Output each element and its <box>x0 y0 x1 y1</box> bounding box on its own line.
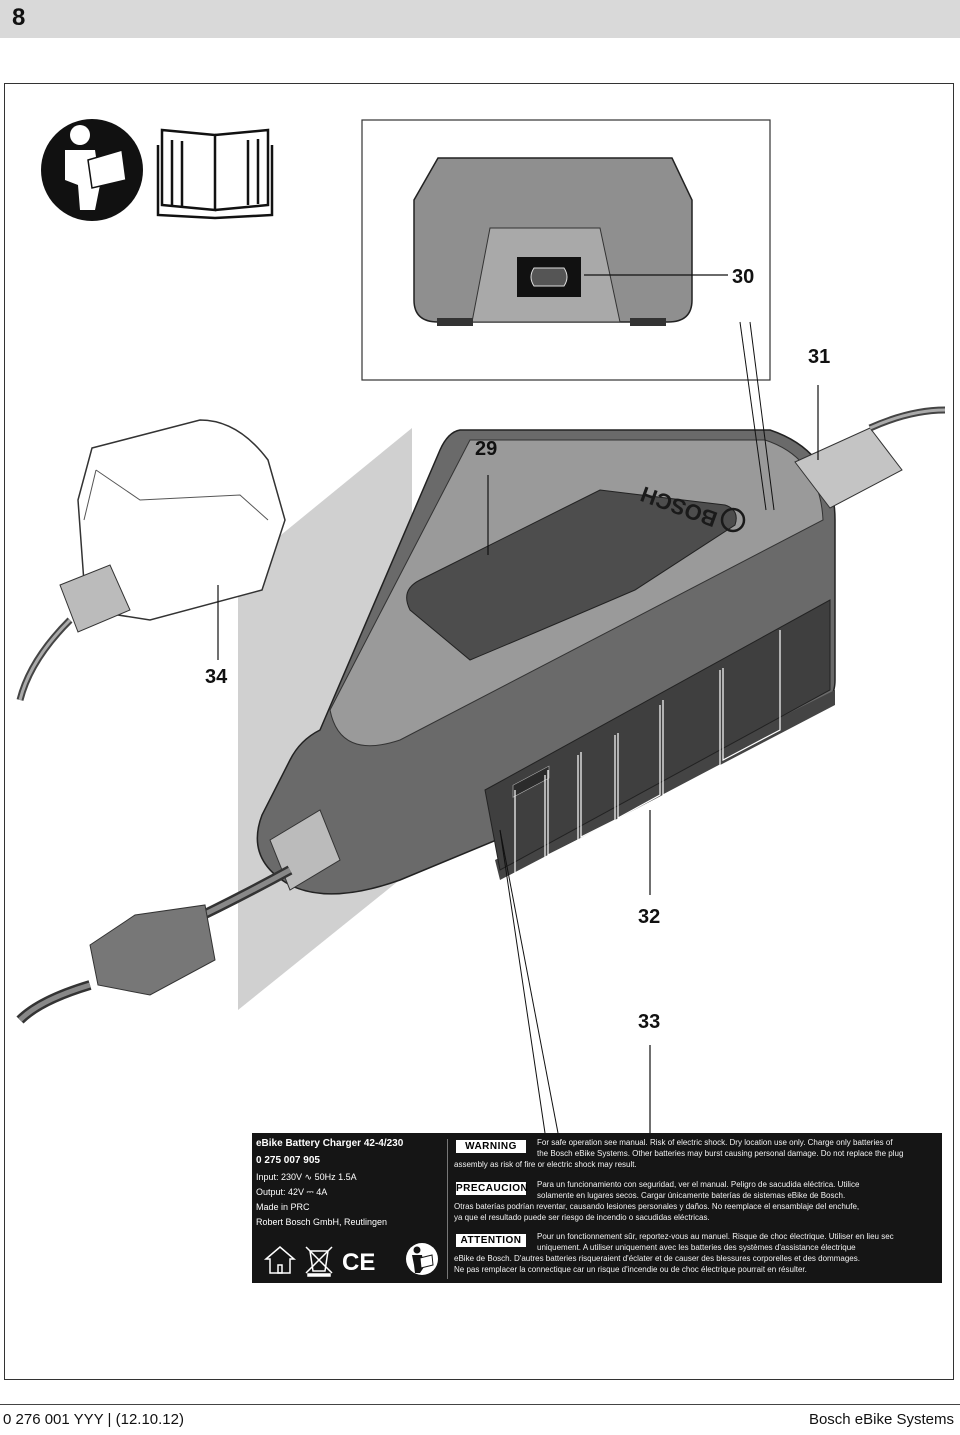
label-output: Output: 42V ⎓ 4A <box>256 1187 328 1198</box>
attention-line-1: Pour un fonctionnement sûr, reportez-vou… <box>537 1232 894 1241</box>
warning-badge: WARNING <box>456 1140 526 1153</box>
bosch-logo-icon <box>720 507 746 533</box>
label-separator <box>447 1139 448 1279</box>
plug-strain-relief <box>59 564 131 633</box>
attention-line-2: uniquement. A utiliser uniquement avec l… <box>537 1243 856 1252</box>
open-book-icon <box>156 128 274 220</box>
footer-doc-id: 0 276 001 YYY | (12.10.12) <box>3 1411 184 1428</box>
callout-34: 34 <box>205 666 228 688</box>
weee-bin-icon <box>305 1246 333 1277</box>
label-icons: CE <box>263 1243 438 1277</box>
page-header: 8 <box>0 0 960 38</box>
attention-line-4: Ne pas remplacer la connectique car un r… <box>454 1265 807 1274</box>
label-made-in: Made in PRC <box>256 1202 310 1213</box>
ferrite-core <box>89 904 216 996</box>
label-part-number: 0 275 007 905 <box>256 1154 320 1166</box>
rating-label: eBike Battery Charger 42-4/230 0 275 007… <box>252 1133 942 1283</box>
dc-plug <box>794 427 903 509</box>
socket-icon <box>530 267 568 287</box>
label-manufacturer: Robert Bosch GmbH, Reutlingen <box>256 1217 388 1228</box>
callout-29: 29 <box>475 438 498 460</box>
callout-33: 33 <box>638 1011 661 1033</box>
page-number: 8 <box>12 4 26 31</box>
ce-mark-icon: CE <box>342 1249 375 1276</box>
warning-line-3: assembly as risk of fire or electric sho… <box>454 1160 637 1169</box>
footer-rule <box>0 1404 960 1405</box>
indoor-use-icon <box>263 1246 297 1274</box>
charger-top-panel <box>406 489 737 661</box>
wall-plug <box>77 419 286 621</box>
precaucion-line-1: Para un funcionamiento con seguridad, ve… <box>537 1180 860 1189</box>
callout-30: 30 <box>732 266 755 288</box>
figure-frame <box>4 83 954 1380</box>
label-input: Input: 230V ∿ 50Hz 1.5A <box>256 1172 357 1182</box>
attention-line-3: eBike de Bosch. D'autres batteries risqu… <box>454 1254 860 1263</box>
attention-badge: ATTENTION <box>456 1234 526 1247</box>
warning-line-1: For safe operation see manual. Risk of e… <box>537 1138 893 1147</box>
read-manual-small-icon <box>406 1243 438 1275</box>
precaucion-badge: PRECAUCION <box>456 1182 529 1195</box>
precaucion-line-2: solamente en lugares secos. Cargar única… <box>537 1191 846 1200</box>
label-title: eBike Battery Charger 42-4/230 <box>256 1138 404 1149</box>
charger-slots <box>512 765 550 798</box>
precaucion-line-4: ya que el resultado puede ser riesgo de … <box>454 1213 710 1222</box>
callout-32: 32 <box>638 906 661 928</box>
footer-brand: Bosch eBike Systems <box>808 1411 954 1428</box>
warning-line-2: the Bosch eBike Systems. Other batteries… <box>537 1149 904 1158</box>
label-specs: eBike Battery Charger 42-4/230 0 275 007… <box>256 1137 442 1232</box>
charger-side <box>484 599 831 871</box>
precaucion-line-3: Otras baterías podrían reventar, causand… <box>454 1202 860 1211</box>
callout-31: 31 <box>808 346 831 368</box>
